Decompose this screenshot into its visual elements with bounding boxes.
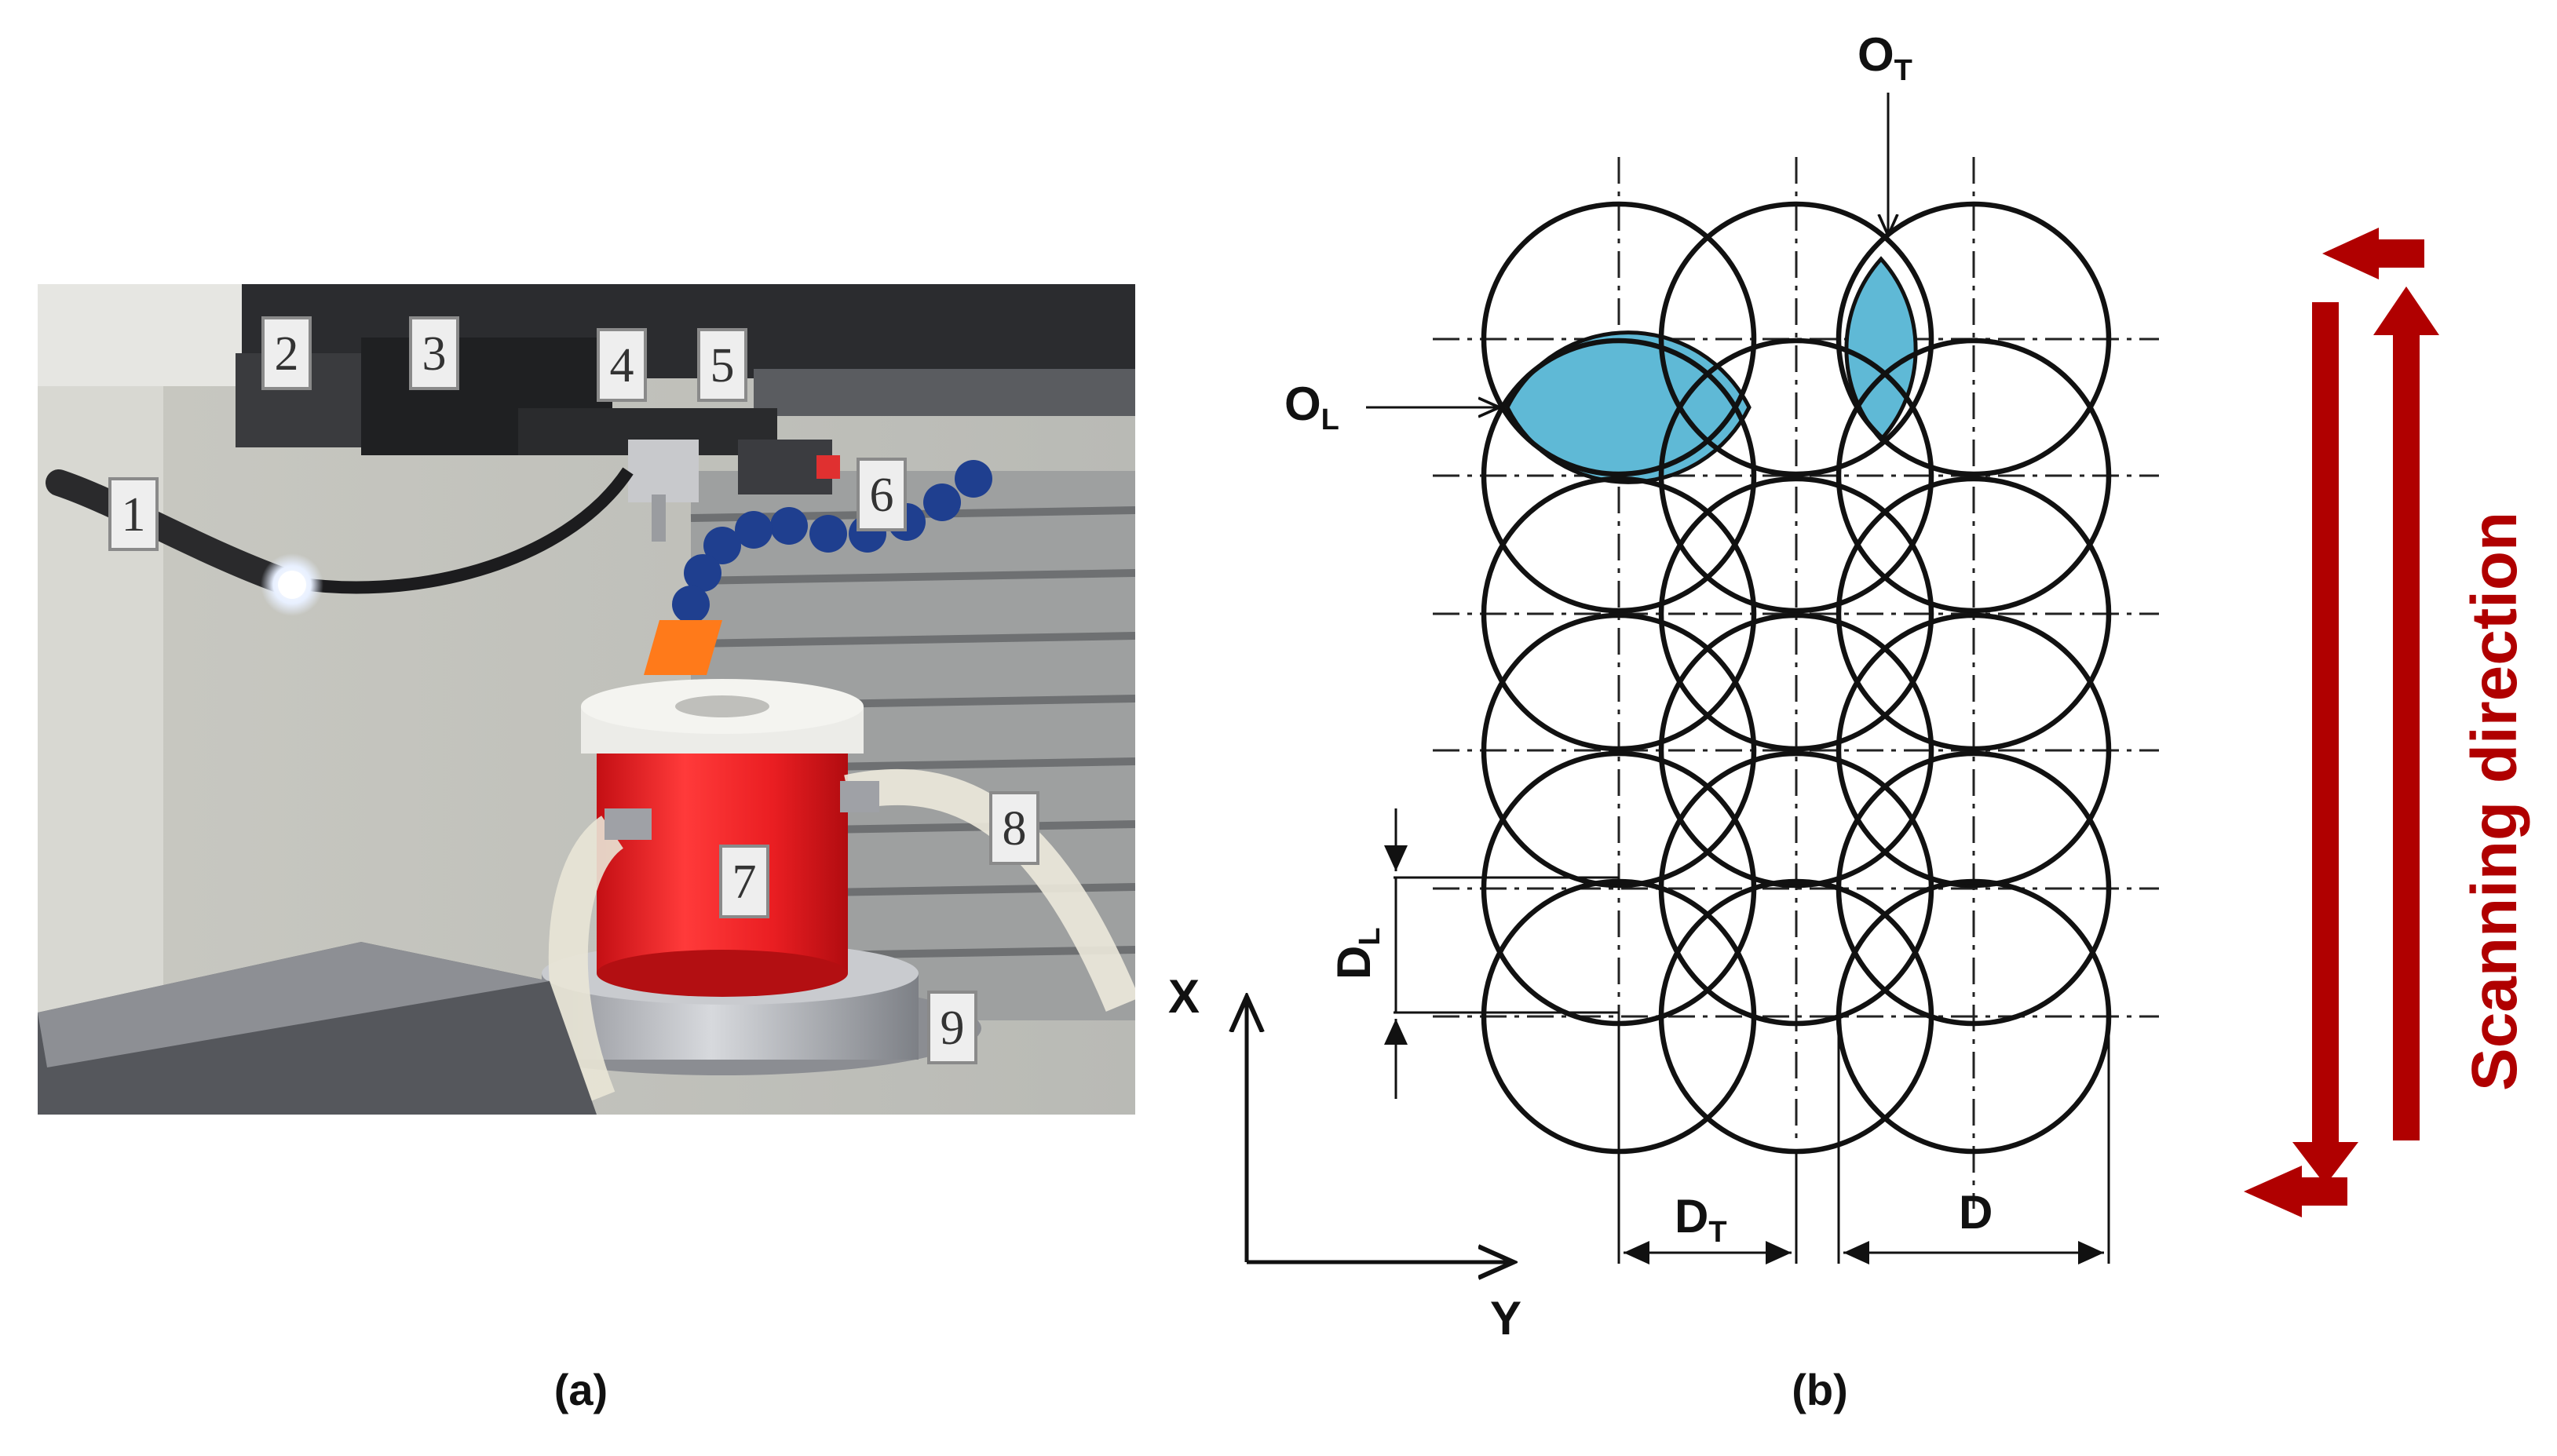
svg-text:DL: DL bbox=[1328, 927, 1386, 980]
svg-text:4: 4 bbox=[610, 339, 634, 392]
svg-text:7: 7 bbox=[732, 856, 757, 909]
photo-label-3: 3 bbox=[409, 316, 459, 390]
coolant-nozzle bbox=[644, 460, 992, 675]
overlap-diagram: OT OL DL DT D bbox=[1168, 28, 2530, 1345]
svg-text:8: 8 bbox=[1003, 802, 1027, 856]
label-o-t: OT bbox=[1857, 28, 1912, 235]
vertical-center-lines bbox=[1617, 157, 1975, 1209]
svg-text:5: 5 bbox=[710, 339, 735, 392]
svg-text:OT: OT bbox=[1857, 28, 1912, 87]
caption-b: (b) bbox=[1792, 1365, 1848, 1414]
laser-spot-grid bbox=[1481, 201, 2112, 1155]
photo-label-6: 6 bbox=[857, 458, 907, 531]
photo-label-7: 7 bbox=[719, 845, 769, 918]
axis-y-label: Y bbox=[1490, 1292, 1521, 1345]
svg-text:OL: OL bbox=[1284, 378, 1339, 436]
photo-label-8: 8 bbox=[989, 791, 1039, 865]
photo-label-5: 5 bbox=[697, 328, 747, 402]
svg-text:9: 9 bbox=[941, 1002, 965, 1055]
axis-x-label: X bbox=[1168, 970, 1200, 1023]
svg-text:DT: DT bbox=[1675, 1190, 1727, 1249]
photo-label-2: 2 bbox=[261, 316, 312, 390]
scanning-direction-arrows bbox=[2244, 228, 2439, 1217]
svg-text:2: 2 bbox=[275, 327, 299, 381]
scanning-direction-label: Scanning direction bbox=[2459, 512, 2530, 1091]
svg-text:1: 1 bbox=[122, 488, 146, 542]
overlap-lens-longitudinal bbox=[1505, 330, 1752, 484]
svg-text:6: 6 bbox=[870, 469, 894, 522]
dimension-d-t: DT bbox=[1617, 1020, 1798, 1264]
label-o-l: OL bbox=[1284, 378, 1499, 436]
dimension-d: D bbox=[1837, 1020, 2110, 1264]
coordinate-axes: X Y bbox=[1168, 970, 1521, 1345]
left-wall bbox=[38, 284, 163, 1115]
photo-label-9: 9 bbox=[927, 991, 977, 1064]
photo-label-1: 1 bbox=[108, 477, 159, 551]
lamp bbox=[46, 467, 634, 616]
caption-a: (a) bbox=[554, 1365, 608, 1414]
dimension-d-l: DL bbox=[1328, 808, 1619, 1099]
photo-panel bbox=[38, 284, 1135, 1115]
svg-text:3: 3 bbox=[422, 327, 447, 381]
spindle-head bbox=[38, 284, 1135, 542]
svg-text:D: D bbox=[1959, 1186, 1993, 1239]
photo-label-4: 4 bbox=[597, 328, 647, 402]
